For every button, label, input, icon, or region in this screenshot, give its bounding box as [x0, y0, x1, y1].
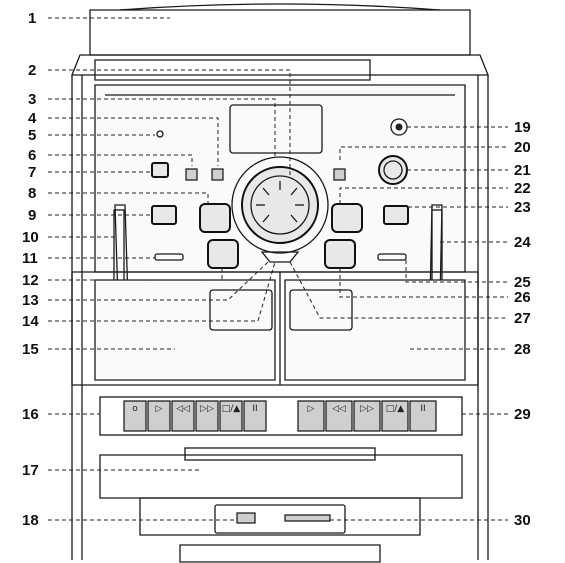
callout-9: 9	[28, 207, 36, 224]
callout-2: 2	[28, 62, 36, 79]
callout-labels: 1 2 3 4 5 6 7 8 9 10 11 12 13 14 15 16 1…	[22, 10, 531, 529]
deck-button[interactable]: II	[243, 400, 267, 432]
cabinet	[71, 59, 489, 560]
deck-button-glyph: II	[420, 404, 425, 414]
callout-6: 6	[28, 147, 36, 164]
deck-button-glyph: II	[252, 404, 257, 414]
callout-3: 3	[28, 91, 36, 108]
deck-buttons: o ▷ ◁◁ ▷▷ □/▲ II ▷ ◁◁ ▷▷ □/▲ II	[99, 396, 463, 436]
top-lid	[71, 3, 489, 76]
square-button-top-right[interactable]	[331, 203, 363, 233]
callout-8: 8	[28, 185, 36, 202]
deck-button[interactable]: ▷▷	[353, 400, 381, 432]
display-window	[229, 104, 323, 154]
callout-4: 4	[28, 110, 37, 127]
square-button-bottom-right[interactable]	[324, 239, 356, 269]
deck-button-glyph: ▷▷	[360, 404, 374, 414]
square-button-top-left[interactable]	[199, 203, 231, 233]
callout-17: 17	[22, 462, 39, 479]
callout-15: 15	[22, 341, 39, 358]
power-button[interactable]	[151, 162, 169, 178]
callout-1: 1	[28, 10, 36, 27]
leader-lines	[48, 17, 508, 521]
deck-right-buttons: ▷ ◁◁ ▷▷ □/▲ II	[297, 400, 437, 432]
slot-right	[377, 253, 407, 261]
deck-left-buttons: o ▷ ◁◁ ▷▷ □/▲ II	[123, 400, 267, 432]
callout-26: 26	[514, 289, 531, 306]
deck-button-glyph: ▷▷	[200, 404, 214, 414]
cd-tray-slot	[184, 447, 376, 461]
deck-button[interactable]: □/▲	[381, 400, 409, 432]
cassette-window-right	[289, 289, 353, 331]
callout-29: 29	[514, 406, 531, 423]
slot-left	[154, 253, 184, 261]
callout-28: 28	[514, 341, 531, 358]
deck-button[interactable]: ◁◁	[171, 400, 195, 432]
deck-button[interactable]: ▷	[147, 400, 171, 432]
deck-button[interactable]: o	[123, 400, 147, 432]
callout-18: 18	[22, 512, 39, 529]
callout-16: 16	[22, 406, 39, 423]
callout-14: 14	[22, 313, 39, 330]
callout-20: 20	[514, 139, 531, 156]
callout-7: 7	[28, 164, 36, 181]
deck-button[interactable]: ▷▷	[195, 400, 219, 432]
square-button-bottom-left[interactable]	[207, 239, 239, 269]
callout-21: 21	[514, 162, 531, 179]
deck-button[interactable]: □/▲	[219, 400, 243, 432]
callout-12: 12	[22, 272, 39, 289]
base	[179, 544, 381, 563]
deck-button-glyph: ◁◁	[176, 404, 190, 414]
small-button-left-b[interactable]	[211, 168, 224, 181]
usb-port-icon	[236, 512, 256, 524]
deck-button-glyph: □/▲	[222, 404, 241, 414]
callout-22: 22	[514, 180, 531, 197]
deck-button[interactable]: II	[409, 400, 437, 432]
deck-button[interactable]: ▷	[297, 400, 325, 432]
cassette-window-left	[209, 289, 273, 331]
callout-19: 19	[514, 119, 531, 136]
standby-led-icon	[156, 130, 164, 138]
controls	[151, 118, 409, 269]
small-button-right[interactable]	[333, 168, 346, 181]
function-button-right[interactable]	[383, 205, 409, 225]
callout-30: 30	[514, 512, 531, 529]
volume-knob[interactable]	[231, 156, 329, 263]
deck-button-glyph: □/▲	[386, 404, 405, 414]
deck-button-glyph: ▷	[308, 404, 315, 414]
callout-5: 5	[28, 127, 36, 144]
cd-tray	[99, 447, 463, 536]
callout-24: 24	[514, 234, 531, 251]
tuning-knob[interactable]	[378, 155, 408, 185]
function-button-left[interactable]	[151, 205, 177, 225]
callout-25: 25	[514, 274, 531, 291]
cassette-section	[71, 271, 479, 386]
deck-button-glyph: o	[132, 404, 138, 414]
callout-27: 27	[514, 310, 531, 327]
sd-card-slot-icon	[284, 514, 331, 522]
callout-23: 23	[514, 199, 531, 216]
callout-10: 10	[22, 229, 39, 246]
media-ports	[214, 504, 346, 534]
callout-11: 11	[22, 250, 38, 267]
callout-13: 13	[22, 292, 39, 309]
small-button-left-a[interactable]	[185, 168, 198, 181]
deck-button-glyph: ◁◁	[332, 404, 346, 414]
deck-button[interactable]: ◁◁	[325, 400, 353, 432]
deck-button-glyph: ▷	[156, 404, 163, 414]
